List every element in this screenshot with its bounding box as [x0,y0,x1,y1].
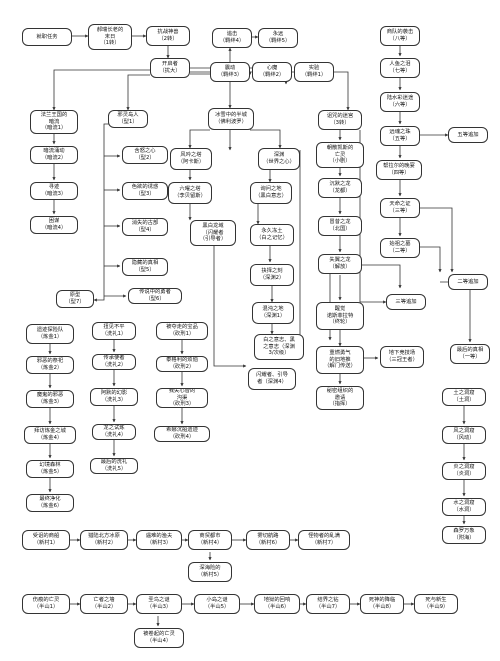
quest-node[interactable]: 传说中的勇者 （型6） [128,288,182,304]
edge [440,281,472,343]
quest-node[interactable]: 森罗万象 （附海） [442,526,486,544]
quest-node[interactable]: 询问之地 （黑白意志） [250,182,292,204]
quest-node[interactable]: 遇难的渔夫 （新村3） [136,530,182,550]
quest-node[interactable]: 最后的洗礼 （洗礼5） [90,458,138,474]
quest-node[interactable]: 重燃勇气 的旧地推 （解门传送） [316,346,364,374]
edge [52,69,150,111]
quest-node[interactable]: 五等追加 [448,127,488,143]
quest-node[interactable]: 怪物者的乱满 （新村7） [298,530,350,550]
quest-node[interactable]: 雾切航路 （新村6） [246,530,290,550]
quest-node[interactable]: 秘密组织的 邀请 （指挥） [316,386,364,410]
quest-node[interactable]: 风之洞窟 （风动） [442,426,486,444]
quest-node[interactable]: 地下竞技场 （三冠王者） [380,346,424,368]
quest-node[interactable]: 龙之试炼 （洗礼4） [92,424,136,440]
quest-node[interactable]: 泰格利的烦恼 （砍刑2） [156,356,208,372]
quest-node[interactable]: 被夺走的宝品 （砍刑1） [156,322,208,340]
quest-node[interactable]: 传承使者 （洗礼2） [92,354,136,370]
quest-node[interactable]: 圣鸟之谜 （半山3） [136,594,182,614]
quest-node[interactable]: 魔鬼的邪恶 （炼金3） [26,390,74,408]
quest-node[interactable]: 土之洞窟 （土洞） [442,388,486,406]
quest-node[interactable]: 寻迹 （暗流3） [30,182,78,200]
quest-node[interactable]: 猎陆北方冰原 （新村2） [80,530,128,550]
quest-node[interactable]: 阿默的幻影 （洗礼3） [90,388,138,406]
quest-node[interactable]: 诅咒的迷宫 （3转） [318,110,362,130]
quest-node[interactable]: 远魂之珠 （五等） [380,126,420,146]
quest-node[interactable]: 法兰王国的 暗流 （暗流1） [30,110,78,134]
edge [126,74,150,111]
quest-node[interactable]: 郝瑞长老的 末日 （1转） [88,24,132,50]
quest-node[interactable]: 含怒之心 （型2） [122,146,168,164]
quest-node[interactable]: 亡者之墙 （半山2） [80,594,128,614]
quest-node[interactable]: 失翼之龙 （解放） [318,254,362,274]
quest-node[interactable]: 结界之钻 （半山7） [306,594,350,614]
quest-node[interactable]: 实验 （羁绊1） [294,62,334,82]
quest-node[interactable]: 消失的古部 （型4） [122,218,168,236]
edge [213,244,247,368]
quest-node[interactable]: 冰雪中的半城 （佛利波罗） [208,108,254,130]
quest-node[interactable]: 水之洞窟 （水洞） [442,498,486,516]
quest-node[interactable]: 幻境森林 （炼金5） [26,460,74,478]
quest-node[interactable]: 希娜沉船遗迹 （砍刑4） [154,426,210,442]
quest-node[interactable]: 白之意志、黑 之意志（深渊 3/次级） [254,334,304,360]
quest-node[interactable]: 抉择之刻 （深渊2） [250,264,294,286]
quest-node[interactable]: 色欲的诱惑 （型3） [122,182,168,200]
quest-node[interactable]: 扭见不平 （洗礼1） [92,322,136,340]
edge [93,123,112,302]
quest-node[interactable]: 被卷起的亡灵 （半山4） [134,628,184,648]
quest-node[interactable]: 始祖之墓 （二等） [380,238,420,258]
edge [418,246,442,273]
quest-node[interactable]: 商队的袭击 （八等） [380,26,420,46]
quest-node[interactable]: 受诅的商船 （新村1） [22,530,70,550]
quest-node[interactable]: 六曜之塔 （李贝留斯） [168,182,212,204]
quest-node[interactable]: 原型 （型7） [56,290,94,308]
edge [188,129,210,149]
quest-node[interactable]: 陆水彩迷途 （六等） [380,92,420,112]
quest-node[interactable]: 震动 （羁绊3） [210,62,250,82]
quest-node[interactable]: 朝散凯斯的 亡灵 （小剧） [316,142,364,168]
quest-node[interactable]: 帮拉尔的晚宴 （四等） [376,160,422,180]
quest-node[interactable]: 死与新生 （半山9） [414,594,458,614]
edge [250,129,282,149]
quest-node[interactable]: 冒昔之龙 （北国） [318,216,362,236]
quest-node[interactable]: 黑白龙域 （闪耀者 （引导者） [190,220,236,246]
quest-node[interactable]: 小岛之谜 （半山5） [194,594,240,614]
quest-node[interactable]: 最终净化 （炼金6） [26,494,74,512]
quest-node[interactable]: 地狱的回响 （半山6） [254,594,300,614]
quest-node[interactable]: 三等追加 [386,294,426,310]
quest-node[interactable]: 追击 （羁绊4） [212,28,252,48]
quest-node[interactable]: 抗战神兽 （2转） [146,26,190,46]
quest-node[interactable]: 二等追加 [448,274,488,290]
quest-node[interactable]: 邪恶的祭祀 （炼金2） [26,356,74,374]
quest-node[interactable]: 伤痕的亡灵 （半山1） [22,594,70,614]
quest-node[interactable]: 死神的降临 （半山8） [360,594,404,614]
quest-node[interactable]: 永久冻土 （白之记忆） [250,224,294,246]
quest-node[interactable]: 遗迹探险队 （炼金1） [26,324,74,344]
quest-node[interactable]: 心魔 （羁绊2） [252,62,292,82]
quest-node[interactable]: 拜访炼金之城 （炼金4） [24,426,76,444]
quest-node[interactable]: 深渊 （世界之心） [258,148,300,170]
quest-node[interactable]: 开启者 （扰大） [150,58,190,78]
quest-node[interactable]: 暗流涌动 （暗流2） [30,146,78,164]
quest-node[interactable]: 最后的真相 （一等） [450,344,490,364]
edge [362,264,402,289]
quest-node[interactable]: 醒觉 诺斯菲拉特 （终轮） [316,302,364,330]
quest-node[interactable]: 邪灵岛人 （型1） [108,110,148,128]
edge [418,207,454,273]
quest-node[interactable]: 困谋 （暗流4） [30,216,78,234]
quest-node[interactable]: 沉默之龙 （龙都） [318,178,362,198]
quest-node[interactable]: 商贸都市 （新村4） [188,530,232,550]
quest-node[interactable]: 天命之证 （三等） [380,198,420,218]
quest-node[interactable]: 就职任务 [22,28,72,46]
quest-node[interactable]: 风吟之塔 （阿卡斯） [170,148,212,170]
quest-node[interactable]: 我失心智的 沟渠 （砍刑3） [156,388,208,408]
quest-node[interactable]: 闪耀者、引导 者（深渊4） [248,368,296,390]
quest-node[interactable]: 永远 （羁绊5） [258,28,298,48]
quest-node[interactable]: 混沌之地 （深渊1） [252,302,294,324]
quest-node[interactable]: 炎之洞窟 （炎洞） [442,462,486,480]
quest-node[interactable]: 人鱼之泪 （七等） [380,58,420,78]
quest-node[interactable]: 深海险的 （新村5） [188,562,232,582]
quest-node[interactable]: 隐藏的真相 （型5） [122,258,168,276]
